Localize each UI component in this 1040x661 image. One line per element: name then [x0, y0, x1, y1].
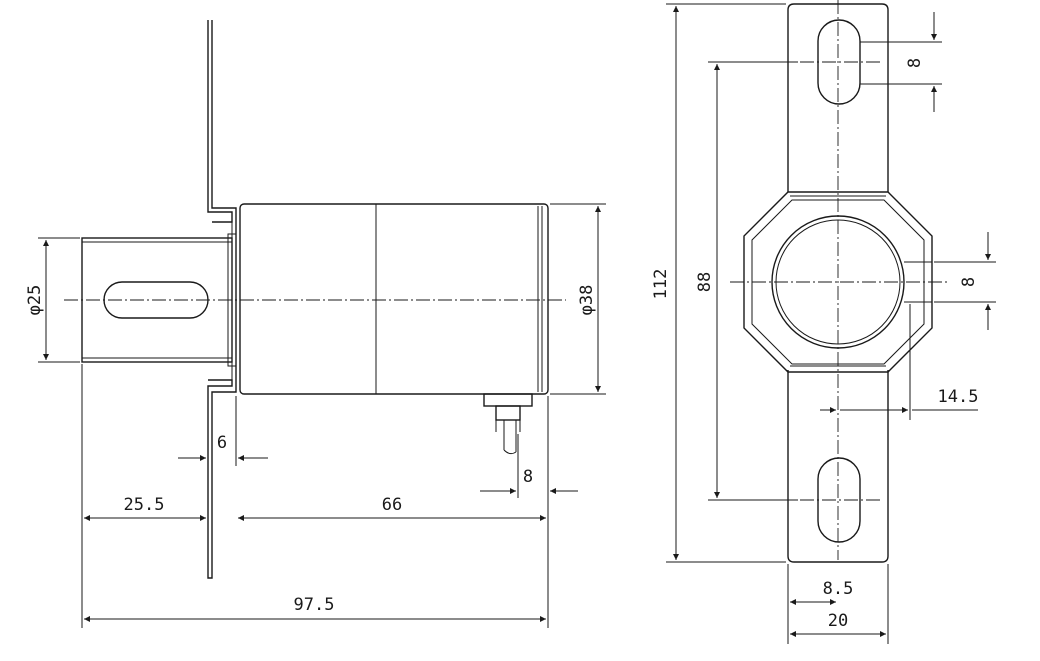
cable-connector	[483, 393, 533, 455]
dim-label-slot-spacing: 88	[695, 272, 715, 292]
dim-total-length: 97.5	[84, 595, 546, 622]
dim-label-connector-width: 8	[523, 467, 533, 487]
dim-bracket-width: 20	[790, 611, 886, 637]
dim-label-side-offset: 14.5	[938, 387, 979, 407]
dim-height-total: 112	[651, 3, 786, 563]
motor-body	[239, 203, 549, 395]
dim-slot-spacing: 88	[695, 61, 798, 501]
dim-label-bracket-gap: 6	[217, 433, 227, 453]
dim-side-offset: 14.5	[820, 304, 978, 420]
dim-label-shaft-length: 25.5	[124, 495, 165, 515]
end-view: 112 88 8 8	[651, 0, 996, 644]
dim-label-body-length: 66	[382, 495, 402, 515]
dim-label-slot-width: 8	[905, 58, 925, 68]
dim-label-bracket-width: 20	[828, 611, 848, 631]
side-view: φ25 φ38 6 8 25.5	[25, 20, 606, 628]
dim-shaft-diameter: φ25	[25, 237, 80, 363]
dim-label-side-slot-width: 8	[959, 277, 979, 287]
dim-label-total-length: 97.5	[294, 595, 335, 615]
dim-bracket-gap: 6	[178, 396, 268, 466]
dim-body-length: 66	[238, 495, 549, 628]
dim-connector-width: 8	[480, 396, 578, 498]
dim-body-diameter: φ38	[550, 203, 606, 395]
dim-label-slot-offset: 8.5	[823, 579, 854, 599]
dim-shaft-length: 25.5	[81, 364, 206, 628]
dim-label-height-total: 112	[651, 269, 671, 300]
dim-label-body-diameter: φ38	[577, 285, 597, 316]
dim-slot-offset: 8.5	[787, 564, 889, 644]
dim-slot-width: 8	[860, 12, 942, 112]
dim-label-shaft-diameter: φ25	[25, 285, 45, 316]
dim-side-slot-width: 8	[934, 232, 996, 330]
